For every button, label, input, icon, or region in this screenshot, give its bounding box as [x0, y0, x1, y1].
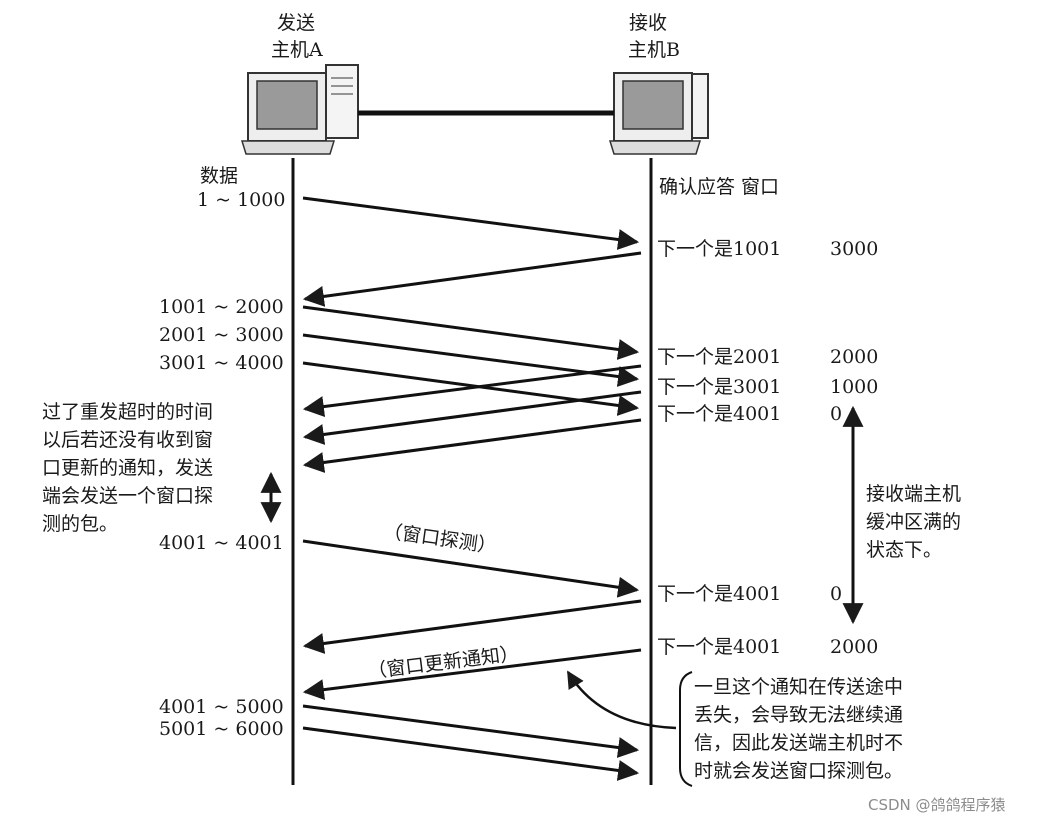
watermark: CSDN @鸽鸽程序猿	[868, 796, 1006, 814]
ack-label: 下一个是2001	[657, 346, 781, 368]
data-header: 数据	[200, 165, 238, 187]
data-range-labels: 1 ~ 1000 1001 ~ 2000 2001 ~ 3000 3001 ~ …	[159, 189, 285, 740]
ack-arrow	[302, 251, 642, 307]
bottom-note-line: 丢失，会导致无法继续通	[694, 704, 903, 726]
data-label: 2001 ~ 3000	[159, 324, 284, 346]
segment-arrow	[302, 726, 640, 781]
bottom-note-line: 一旦这个通知在传送途中	[694, 676, 903, 698]
data-label: 1001 ~ 2000	[159, 296, 284, 318]
ack-label: 下一个是1001	[657, 238, 781, 260]
data-label: 5001 ~ 6000	[159, 718, 284, 740]
segment-arrow	[302, 361, 640, 416]
right-note: 接收端主机 缓冲区满的 状态下。	[866, 483, 961, 561]
update-label: （窗口更新通知）	[367, 643, 521, 683]
bottom-note: 一旦这个通知在传送途中 丢失，会导致无法继续通 信，因此发送端主机时不 时就会发…	[694, 676, 903, 782]
window-value: 2000	[830, 636, 878, 658]
left-note-line: 过了重发超时的时间	[42, 401, 213, 423]
data-label: 1 ~ 1000	[197, 189, 285, 211]
left-note-line: 以后若还没有收到窗	[42, 429, 213, 451]
ack-label: 下一个是4001	[657, 636, 781, 658]
probe-arrow	[302, 539, 640, 598]
window-value: 0	[830, 583, 842, 605]
note-bracket	[679, 671, 693, 787]
right-note-line: 状态下。	[866, 539, 942, 561]
window-value: 3000	[830, 238, 878, 260]
right-note-line: 接收端主机	[866, 483, 961, 505]
left-note-line: 端会发送一个窗口探	[42, 485, 213, 507]
bottom-note-line: 时就会发送窗口探测包。	[694, 760, 903, 782]
window-value: 0	[830, 403, 842, 425]
host-a-title-line1: 发送	[277, 12, 315, 34]
data-label: 4001 ~ 4001	[159, 532, 284, 554]
note-pointer-arrow	[566, 670, 677, 730]
host-b-title-line2: 主机B	[628, 39, 680, 61]
ack-label: 下一个是3001	[657, 376, 781, 398]
ack-arrow	[302, 599, 642, 654]
host-a-computer-icon	[240, 64, 359, 155]
ack-arrows	[302, 251, 642, 701]
ack-arrow	[302, 364, 642, 418]
window-update-arrow	[302, 648, 642, 701]
ack-arrow	[302, 418, 642, 473]
left-note: 过了重发超时的时间 以后若还没有收到窗 口更新的通知，发送 端会发送一个窗口探 …	[42, 401, 213, 535]
host-a-title-line2: 主机A	[271, 39, 323, 61]
ack-labels: 下一个是1001 3000 下一个是2001 2000 下一个是3001 100…	[657, 238, 878, 658]
window-value: 2000	[830, 346, 878, 368]
host-b-title-line1: 接收	[629, 12, 667, 34]
right-note-line: 缓冲区满的	[866, 511, 961, 533]
probe-label: （窗口探测）	[382, 520, 498, 558]
bottom-note-line: 信，因此发送端主机时不	[694, 732, 903, 754]
segment-arrow	[302, 704, 640, 758]
window-value: 1000	[830, 376, 878, 398]
data-label: 3001 ~ 4000	[159, 352, 284, 374]
host-b-computer-icon	[608, 72, 709, 155]
ack-window-header: 确认应答 窗口	[659, 176, 779, 198]
ack-label: 下一个是4001	[657, 583, 781, 605]
segment-arrow	[302, 196, 640, 250]
ack-arrow	[302, 390, 642, 445]
left-note-line: 口更新的通知，发送	[42, 457, 213, 479]
segment-arrow	[302, 333, 640, 387]
data-label: 4001 ~ 5000	[159, 696, 284, 718]
segment-arrow	[302, 305, 640, 360]
left-note-line: 测的包。	[42, 513, 118, 535]
ack-label: 下一个是4001	[657, 403, 781, 425]
